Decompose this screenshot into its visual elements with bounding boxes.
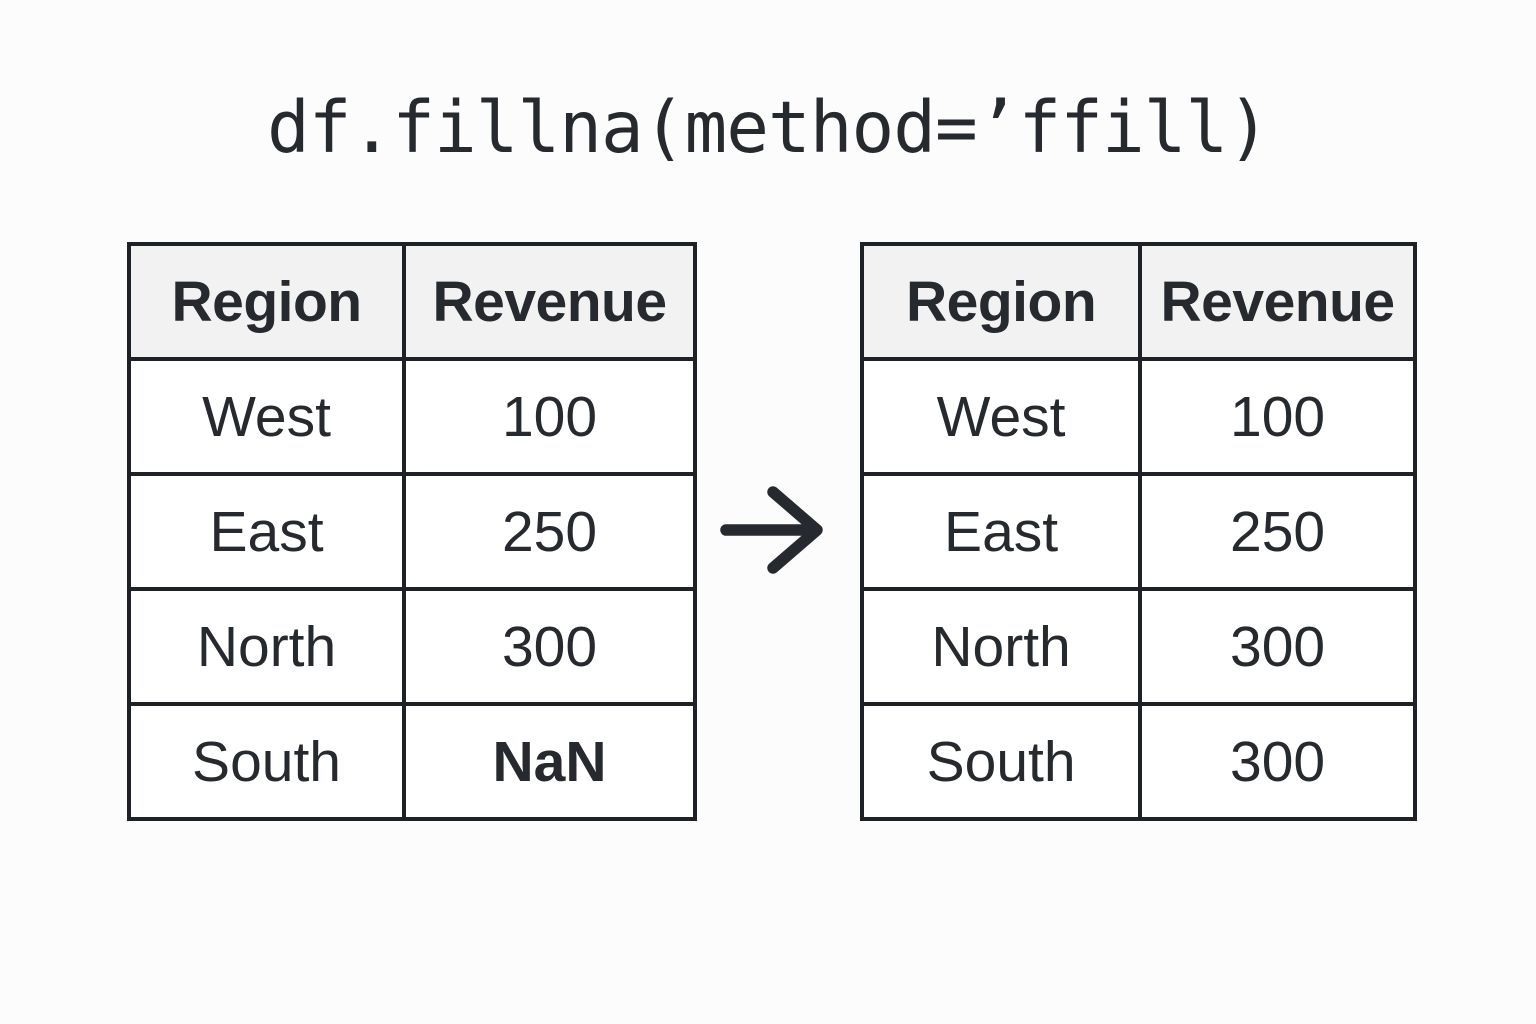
table-cell: South <box>126 702 407 821</box>
table-cell: North <box>859 587 1143 706</box>
table-cell: West <box>126 357 407 476</box>
code-title: df.fillna(method=’ffill) <box>267 86 1270 169</box>
table-cell: 250 <box>1138 472 1417 591</box>
table-cell: 250 <box>402 472 697 591</box>
table-cell: 100 <box>402 357 697 476</box>
table-cell: East <box>126 472 407 591</box>
table-cell: NaN <box>402 702 697 821</box>
column-header: Region <box>126 242 407 361</box>
table-cell: South <box>859 702 1143 821</box>
table-cell: 300 <box>402 587 697 706</box>
table-cell: 300 <box>1138 702 1417 821</box>
table-cell: West <box>859 357 1143 476</box>
right-arrow-icon <box>713 477 845 583</box>
table-cell: North <box>126 587 407 706</box>
table-cell: East <box>859 472 1143 591</box>
column-header: Revenue <box>402 242 697 361</box>
table-cell: 300 <box>1138 587 1417 706</box>
column-header: Region <box>859 242 1143 361</box>
column-header: Revenue <box>1138 242 1417 361</box>
table-cell: 100 <box>1138 357 1417 476</box>
